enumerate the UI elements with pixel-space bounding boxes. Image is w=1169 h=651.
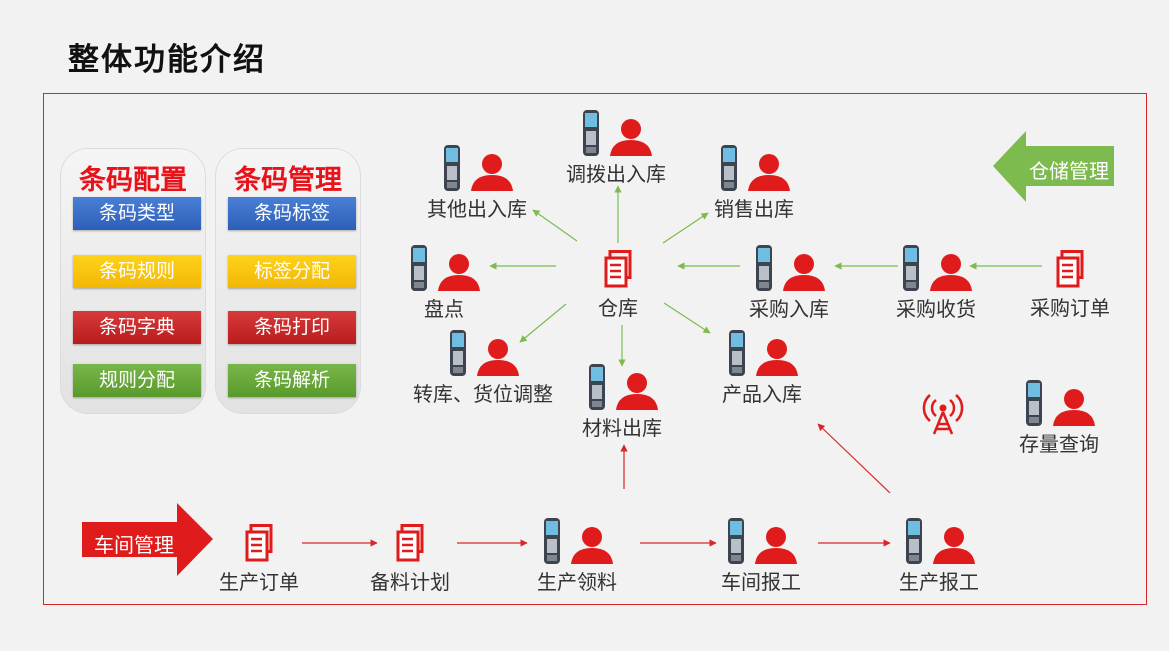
node-label: 生产报工	[899, 570, 979, 594]
node-label: 采购收货	[896, 297, 976, 321]
barcode-type-button[interactable]: 条码类型	[73, 197, 201, 230]
person-icon	[608, 118, 654, 156]
diagram-frame	[43, 93, 1147, 605]
barcode-parse-button[interactable]: 条码解析	[228, 364, 356, 397]
scanner-icon	[753, 245, 775, 291]
panel-header: 条码管理	[234, 165, 342, 196]
person-icon	[569, 526, 615, 564]
barcode-rule-button[interactable]: 条码规则	[73, 255, 201, 288]
node-label: 其他出入库	[427, 197, 527, 221]
person-icon	[469, 153, 515, 191]
document-icon	[396, 524, 426, 562]
node-label: 采购入库	[749, 297, 829, 321]
workshop-badge-label: 车间管理	[94, 533, 174, 557]
person-icon	[1051, 388, 1097, 426]
scanner-icon	[726, 330, 748, 376]
node-label: 生产订单	[219, 570, 299, 594]
arrow-report-to-product-in	[817, 423, 891, 494]
node-label: 生产领料	[537, 570, 617, 594]
person-icon	[614, 372, 660, 410]
person-icon	[753, 526, 799, 564]
page-title: 整体功能介绍	[68, 42, 266, 78]
scanner-icon	[447, 330, 469, 376]
document-icon	[604, 250, 634, 288]
person-icon	[754, 338, 800, 376]
barcode-dict-button[interactable]: 条码字典	[73, 311, 201, 344]
person-icon	[436, 253, 482, 291]
node-label: 车间报工	[721, 570, 801, 594]
workshop-badge-shape	[82, 503, 213, 576]
arrow-to-product-in	[663, 302, 711, 334]
label-assign-button[interactable]: 标签分配	[228, 255, 356, 288]
barcode-manage-panel: 条码管理 条码标签 标签分配 条码打印 条码解析	[215, 148, 361, 414]
scanner-icon	[725, 518, 747, 564]
node-label: 材料出库	[582, 416, 662, 440]
document-icon	[1056, 250, 1086, 288]
node-label: 盘点	[424, 297, 464, 321]
barcode-config-panel: 条码配置 条码类型 条码规则 条码字典 规则分配	[60, 148, 206, 414]
scanner-icon	[580, 110, 602, 156]
node-label: 调拨出入库	[566, 162, 666, 186]
person-icon	[781, 253, 827, 291]
person-icon	[931, 526, 977, 564]
person-icon	[746, 153, 792, 191]
arrow-to-relocate	[519, 303, 567, 343]
node-label: 备料计划	[370, 570, 450, 594]
arrow-to-other	[532, 209, 578, 242]
node-label: 采购订单	[1030, 296, 1110, 320]
person-icon	[928, 253, 974, 291]
warehouse-badge-shape	[993, 131, 1114, 202]
node-label: 转库、货位调整	[413, 382, 553, 406]
node-label: 仓库	[598, 296, 638, 320]
node-label: 产品入库	[722, 382, 802, 406]
barcode-print-button[interactable]: 条码打印	[228, 311, 356, 344]
signal-icon	[922, 394, 964, 435]
panel-header: 条码配置	[79, 165, 187, 196]
scanner-icon	[408, 245, 430, 291]
node-label: 销售出库	[714, 197, 794, 221]
rule-assign-button[interactable]: 规则分配	[73, 364, 201, 397]
scanner-icon	[718, 145, 740, 191]
scanner-icon	[1023, 380, 1045, 426]
arrow-to-sales	[662, 212, 709, 244]
document-icon	[245, 524, 275, 562]
scanner-icon	[903, 518, 925, 564]
warehouse-badge-label: 仓储管理	[1029, 159, 1109, 183]
node-label: 存量查询	[1019, 432, 1099, 456]
person-icon	[475, 338, 521, 376]
scanner-icon	[541, 518, 563, 564]
scanner-icon	[441, 145, 463, 191]
barcode-label-button[interactable]: 条码标签	[228, 197, 356, 230]
scanner-icon	[586, 364, 608, 410]
scanner-icon	[900, 245, 922, 291]
